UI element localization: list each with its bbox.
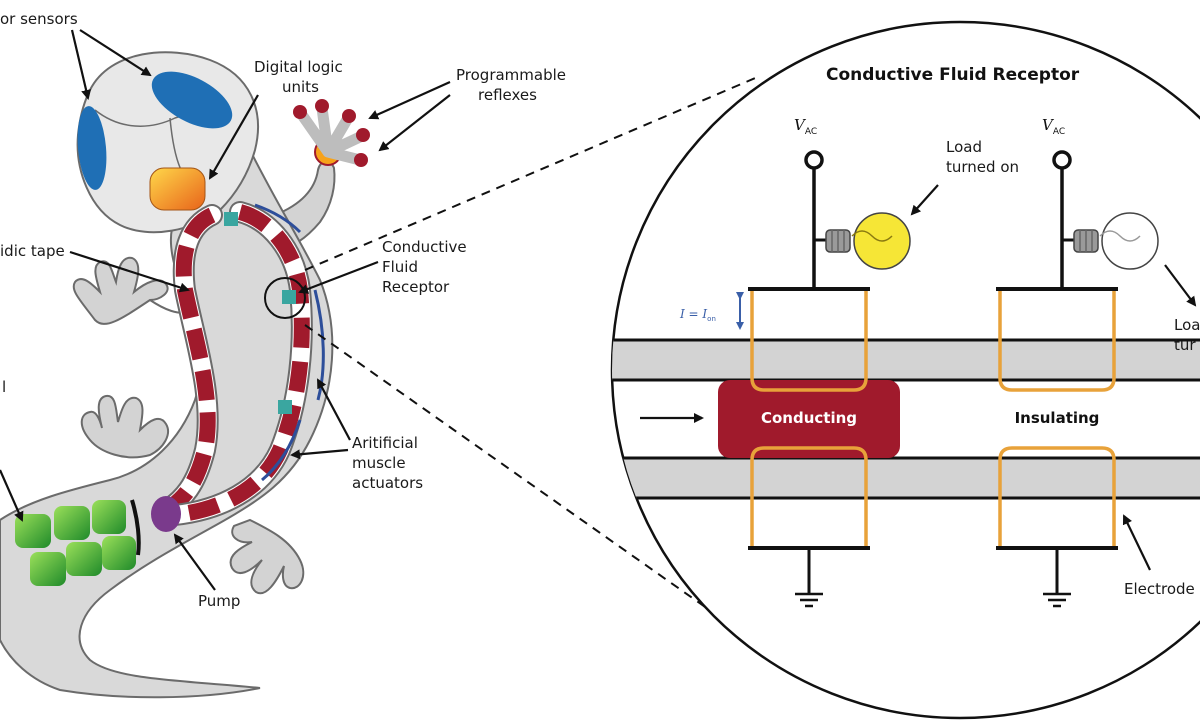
- electrode-top-right: [998, 289, 1116, 392]
- label-pump: Pump: [198, 592, 240, 610]
- label-logic-line2: units: [282, 78, 319, 96]
- vac-label-left: VAC: [794, 116, 817, 137]
- label-reflex-line2: reflexes: [478, 86, 537, 104]
- vac-terminal-right: [1052, 150, 1072, 170]
- insulating-label: Insulating: [1015, 409, 1100, 427]
- gecko-arrows: [0, 29, 451, 591]
- electrode-label: Electrode: [1124, 580, 1195, 598]
- conducting-label: Conducting: [761, 409, 857, 427]
- muscle-actuator-line: [313, 289, 325, 401]
- label-sensors: or sensors: [0, 10, 78, 28]
- battery-cell: [66, 542, 102, 576]
- logic-unit: [149, 167, 206, 211]
- muscle-actuator-line: [254, 203, 302, 234]
- battery-cell: [92, 500, 126, 534]
- label-receptor-line1: Conductive: [382, 238, 467, 256]
- gecko-leg-lower-left: [80, 394, 169, 459]
- load-on-line1: Load: [946, 138, 982, 156]
- battery-cell: [102, 536, 136, 570]
- zoom-line-top: [304, 75, 761, 271]
- pump: [151, 496, 181, 532]
- battery-cell: [54, 506, 90, 540]
- receptor-node: [224, 212, 238, 226]
- reflex-hand: [293, 99, 370, 167]
- conducting-fluid: [718, 380, 900, 458]
- electrode-top-left: [750, 289, 868, 392]
- battery-cell: [15, 514, 51, 548]
- receptor-detail: Conductive Fluid Receptor VAC VAC Load t…: [610, 20, 1200, 720]
- receptor-highlight-circle: [264, 277, 306, 319]
- gecko-leg-lower-right: [229, 518, 305, 595]
- zoom-line-bottom: [304, 324, 719, 617]
- label-left-fragment: l: [2, 378, 6, 396]
- channel-top: [612, 340, 1200, 380]
- load-off-arrow: [1164, 264, 1197, 307]
- load-off-line1: Loa: [1174, 316, 1200, 334]
- gecko-eye-right: [151, 71, 233, 129]
- label-tape: idic tape: [0, 242, 65, 260]
- battery-cell: [30, 552, 66, 586]
- channel-bottom: [612, 458, 1200, 498]
- receptor-title: Conductive Fluid Receptor: [826, 65, 1080, 85]
- receptor-node: [278, 400, 292, 414]
- vac-terminal-left: [804, 150, 824, 170]
- electrode-bottom-right: [998, 446, 1116, 548]
- current-label: I = Ion: [679, 307, 716, 323]
- load-on-arrow: [910, 184, 939, 216]
- label-muscle-line2: muscle: [352, 454, 406, 472]
- label-reflex-line1: Programmable: [456, 66, 566, 84]
- label-muscle-line3: actuators: [352, 474, 423, 492]
- gecko-eye-left: [77, 106, 107, 190]
- gecko-body-group: [0, 51, 370, 699]
- load-on-line2: turned on: [946, 158, 1019, 176]
- vac-label-right: VAC: [1042, 116, 1065, 137]
- label-receptor-line2: Fluid: [382, 258, 418, 276]
- label-receptor-line3: Receptor: [382, 278, 450, 296]
- muscle-actuator-line: [261, 419, 302, 482]
- receptor-node: [282, 290, 296, 304]
- label-muscle-line1: Aritificial: [352, 434, 418, 452]
- load-off-line2: tur: [1174, 336, 1196, 354]
- label-logic-line1: Digital logic: [254, 58, 343, 76]
- electrode-bottom-left: [750, 446, 868, 548]
- electrode-arrow: [1122, 514, 1151, 571]
